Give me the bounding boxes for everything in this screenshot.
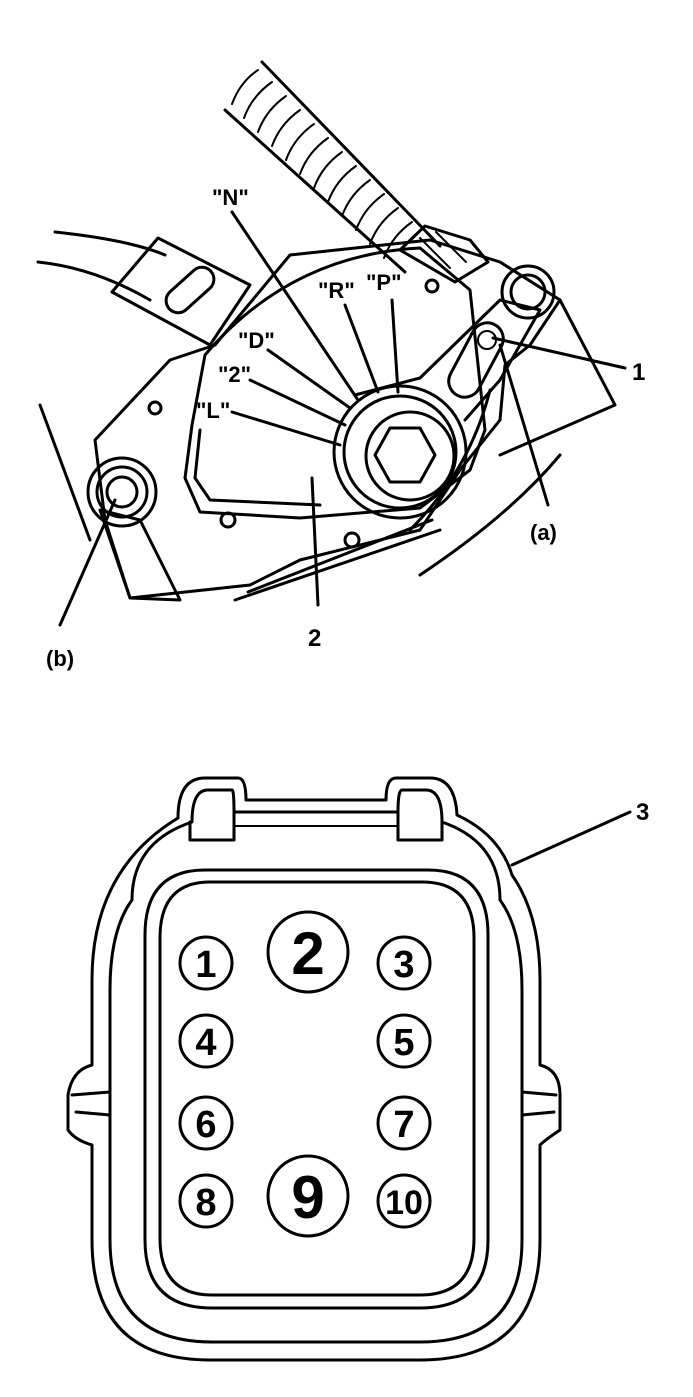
mount-line-3 (38, 403, 92, 542)
pin-label: 4 (195, 1022, 216, 1064)
bolt-b (86, 456, 182, 602)
position-label-2: "2" (218, 362, 251, 387)
bottom-line-2 (246, 518, 434, 594)
pin-label: 2 (291, 920, 324, 987)
inner-curve-line (408, 388, 492, 532)
leader-2 (248, 378, 347, 427)
mount-line-2 (36, 260, 152, 302)
bottom-line-1 (233, 528, 442, 602)
leader-callout-3 (510, 810, 632, 867)
pin-7: 7 (376, 1095, 432, 1151)
latch-right (396, 810, 444, 842)
connector-shell (66, 776, 562, 1362)
leader-callout-a (498, 343, 550, 507)
pin-label: 5 (393, 1022, 414, 1064)
pin-label: 9 (291, 1164, 324, 1231)
callout-label-b: (b) (46, 646, 74, 671)
hole-icon (424, 278, 440, 294)
leader-callout-2 (310, 476, 320, 607)
right-curve-line (418, 453, 562, 577)
leader-p (390, 298, 400, 394)
position-label-d: "D" (238, 328, 275, 353)
pin-label: 1 (195, 944, 216, 986)
pin-9: 9 (266, 1154, 350, 1238)
pin-label: 7 (393, 1104, 414, 1146)
position-label-p: "P" (366, 270, 402, 295)
side-key-left (70, 1090, 112, 1117)
mount-tab (110, 236, 252, 347)
pin-3: 3 (376, 935, 432, 991)
pin-label: 10 (385, 1184, 423, 1222)
hole-icon (147, 400, 163, 416)
leader-r (343, 303, 380, 394)
corrugated-cable (223, 60, 490, 284)
leader-l (230, 410, 342, 447)
manual-shaft (332, 298, 542, 520)
pin-4: 4 (178, 1013, 234, 1069)
hole-icon (343, 531, 361, 549)
position-label-r: "R" (318, 278, 355, 303)
connector-face: 1 2 3 4 5 6 7 8 (66, 776, 649, 1362)
scale-plate (183, 246, 487, 520)
callout-label-3: 3 (636, 799, 649, 826)
connector-shell-inner (108, 788, 524, 1344)
pin-6: 6 (178, 1095, 234, 1151)
pin-label: 8 (195, 1182, 216, 1224)
latch-left (188, 810, 236, 842)
plate-inner-edge (193, 428, 322, 507)
pin-1: 1 (178, 935, 234, 991)
bolt-a (447, 264, 556, 399)
callout-label-a: (a) (530, 520, 557, 545)
hole-icon (219, 511, 237, 529)
mount-line-1 (53, 230, 167, 257)
pin-8: 8 (178, 1173, 234, 1229)
terminal-cavity (158, 880, 476, 1297)
side-key-right (520, 1090, 558, 1117)
switch-assembly: "N" "R" "P" "D" "2" "L" 1 (a) 2 (b) (36, 60, 645, 671)
pin-10: 10 (376, 1173, 432, 1229)
leader-d (266, 348, 352, 410)
pin-label: 3 (393, 944, 414, 986)
leader-callout-1 (491, 336, 627, 370)
right-bracket-line (498, 298, 617, 457)
callout-label-1: 1 (632, 359, 645, 386)
pin-label: 6 (195, 1104, 216, 1146)
position-label-n: "N" (212, 185, 249, 210)
pin-2: 2 (266, 910, 350, 994)
terminal-cavity-outer (143, 868, 490, 1310)
pin-5: 5 (376, 1013, 432, 1069)
callout-label-2: 2 (308, 625, 321, 652)
leader-callout-b (58, 498, 117, 627)
leader-n (230, 210, 360, 402)
position-label-l: "L" (196, 398, 230, 423)
